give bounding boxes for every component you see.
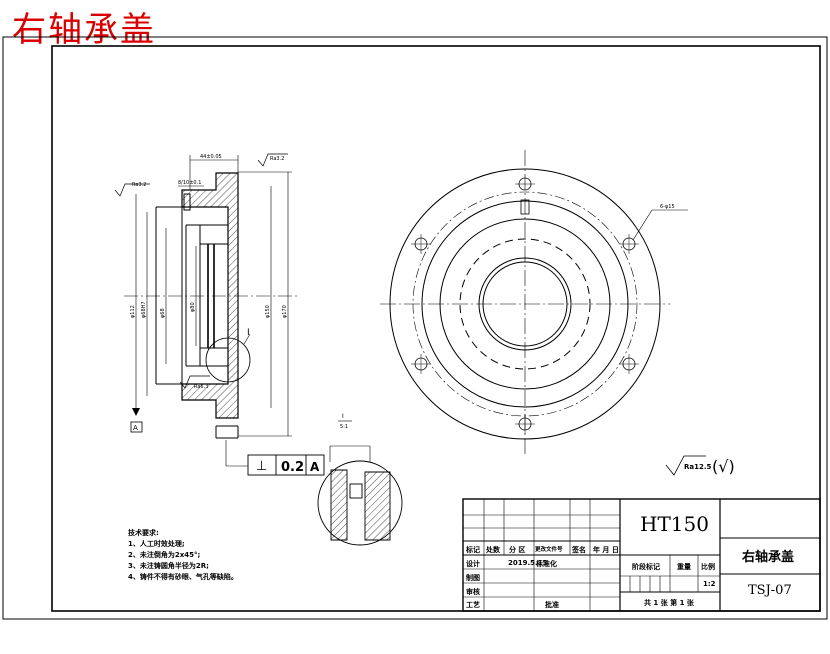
process-label: 工艺: [466, 601, 480, 609]
detail-scale: 5:1: [340, 424, 348, 430]
tech-req-item: 1、人工时效处理;: [128, 540, 185, 548]
approve-label: 批准: [545, 601, 559, 609]
front-view: [380, 150, 706, 476]
page-title: 右轴承盖: [12, 10, 156, 50]
tech-req-item: 3、未注铸圆角半径为2R;: [128, 562, 209, 570]
tolerance-datum: A: [310, 460, 320, 474]
header-sign: 签名: [572, 546, 586, 554]
dim-5: φ150: [265, 305, 271, 318]
header-change-doc: 更改文件号: [535, 547, 563, 553]
header-count: 处数: [486, 546, 500, 554]
tolerance-symbol: ⊥: [256, 459, 267, 474]
dim-1: φ112: [130, 305, 136, 318]
tech-req-item: 2、未注倒角为2x45°;: [128, 551, 201, 559]
rough-label-1: Ra3.2: [132, 182, 146, 188]
stage-mark-label: 阶段标记: [632, 563, 660, 571]
header-mark: 标记: [466, 546, 480, 554]
technical-requirements: 技术要求: 1、人工时效处理; 2、未注倒角为2x45°; 3、未注铸圆角半径为…: [128, 528, 238, 583]
sheets-text: 共 1 张 第 1 张: [644, 599, 694, 607]
title-block: [462, 498, 821, 612]
dim-3: φ68: [160, 308, 166, 318]
drafting-label: 制图: [466, 574, 480, 582]
design-date: 2019.5.15: [508, 559, 548, 567]
scale-value: 1:2: [703, 580, 716, 588]
standardization-label: 标准化: [536, 560, 557, 568]
drawing-number-text: TSJ-07: [748, 583, 792, 598]
inner-border: [51, 45, 821, 612]
review-label: 审核: [466, 588, 480, 596]
dim-top: 44±0.05: [200, 154, 222, 160]
tech-req-heading: 技术要求:: [128, 529, 159, 537]
dim-4: φ80: [190, 302, 196, 312]
dim-6: φ170: [282, 305, 288, 318]
hole-note: 6-φ15: [660, 204, 675, 210]
dim-small: 8/10±0.1: [178, 180, 201, 186]
roughness-general: Ra12.5: [684, 463, 712, 471]
section-view: [114, 153, 325, 476]
detail-view: [317, 445, 403, 546]
scale-label: 比例: [701, 563, 715, 571]
datum-label: A: [133, 424, 138, 432]
designer-label: 设计: [466, 560, 480, 568]
detail-label: I: [247, 328, 250, 338]
tolerance-value: 0.2: [281, 460, 304, 475]
rough-label-3: Ra6.3: [194, 384, 208, 390]
dim-2: φ68H7: [141, 301, 147, 318]
detail-scale-label: I: [342, 413, 344, 420]
outer-border: [2, 36, 828, 620]
header-zone: 分 区: [509, 546, 526, 554]
weight-label: 重量: [677, 563, 691, 571]
tech-req-item: 4、铸件不得有砂眼、气孔等缺陷。: [128, 573, 238, 581]
header-date: 年 月 日: [593, 546, 619, 554]
roughness-symbol: (√): [712, 457, 735, 476]
material-text: HT150: [640, 512, 709, 536]
rough-label-2: Ra3.2: [270, 156, 284, 162]
part-name-text: 右轴承盖: [742, 550, 795, 565]
